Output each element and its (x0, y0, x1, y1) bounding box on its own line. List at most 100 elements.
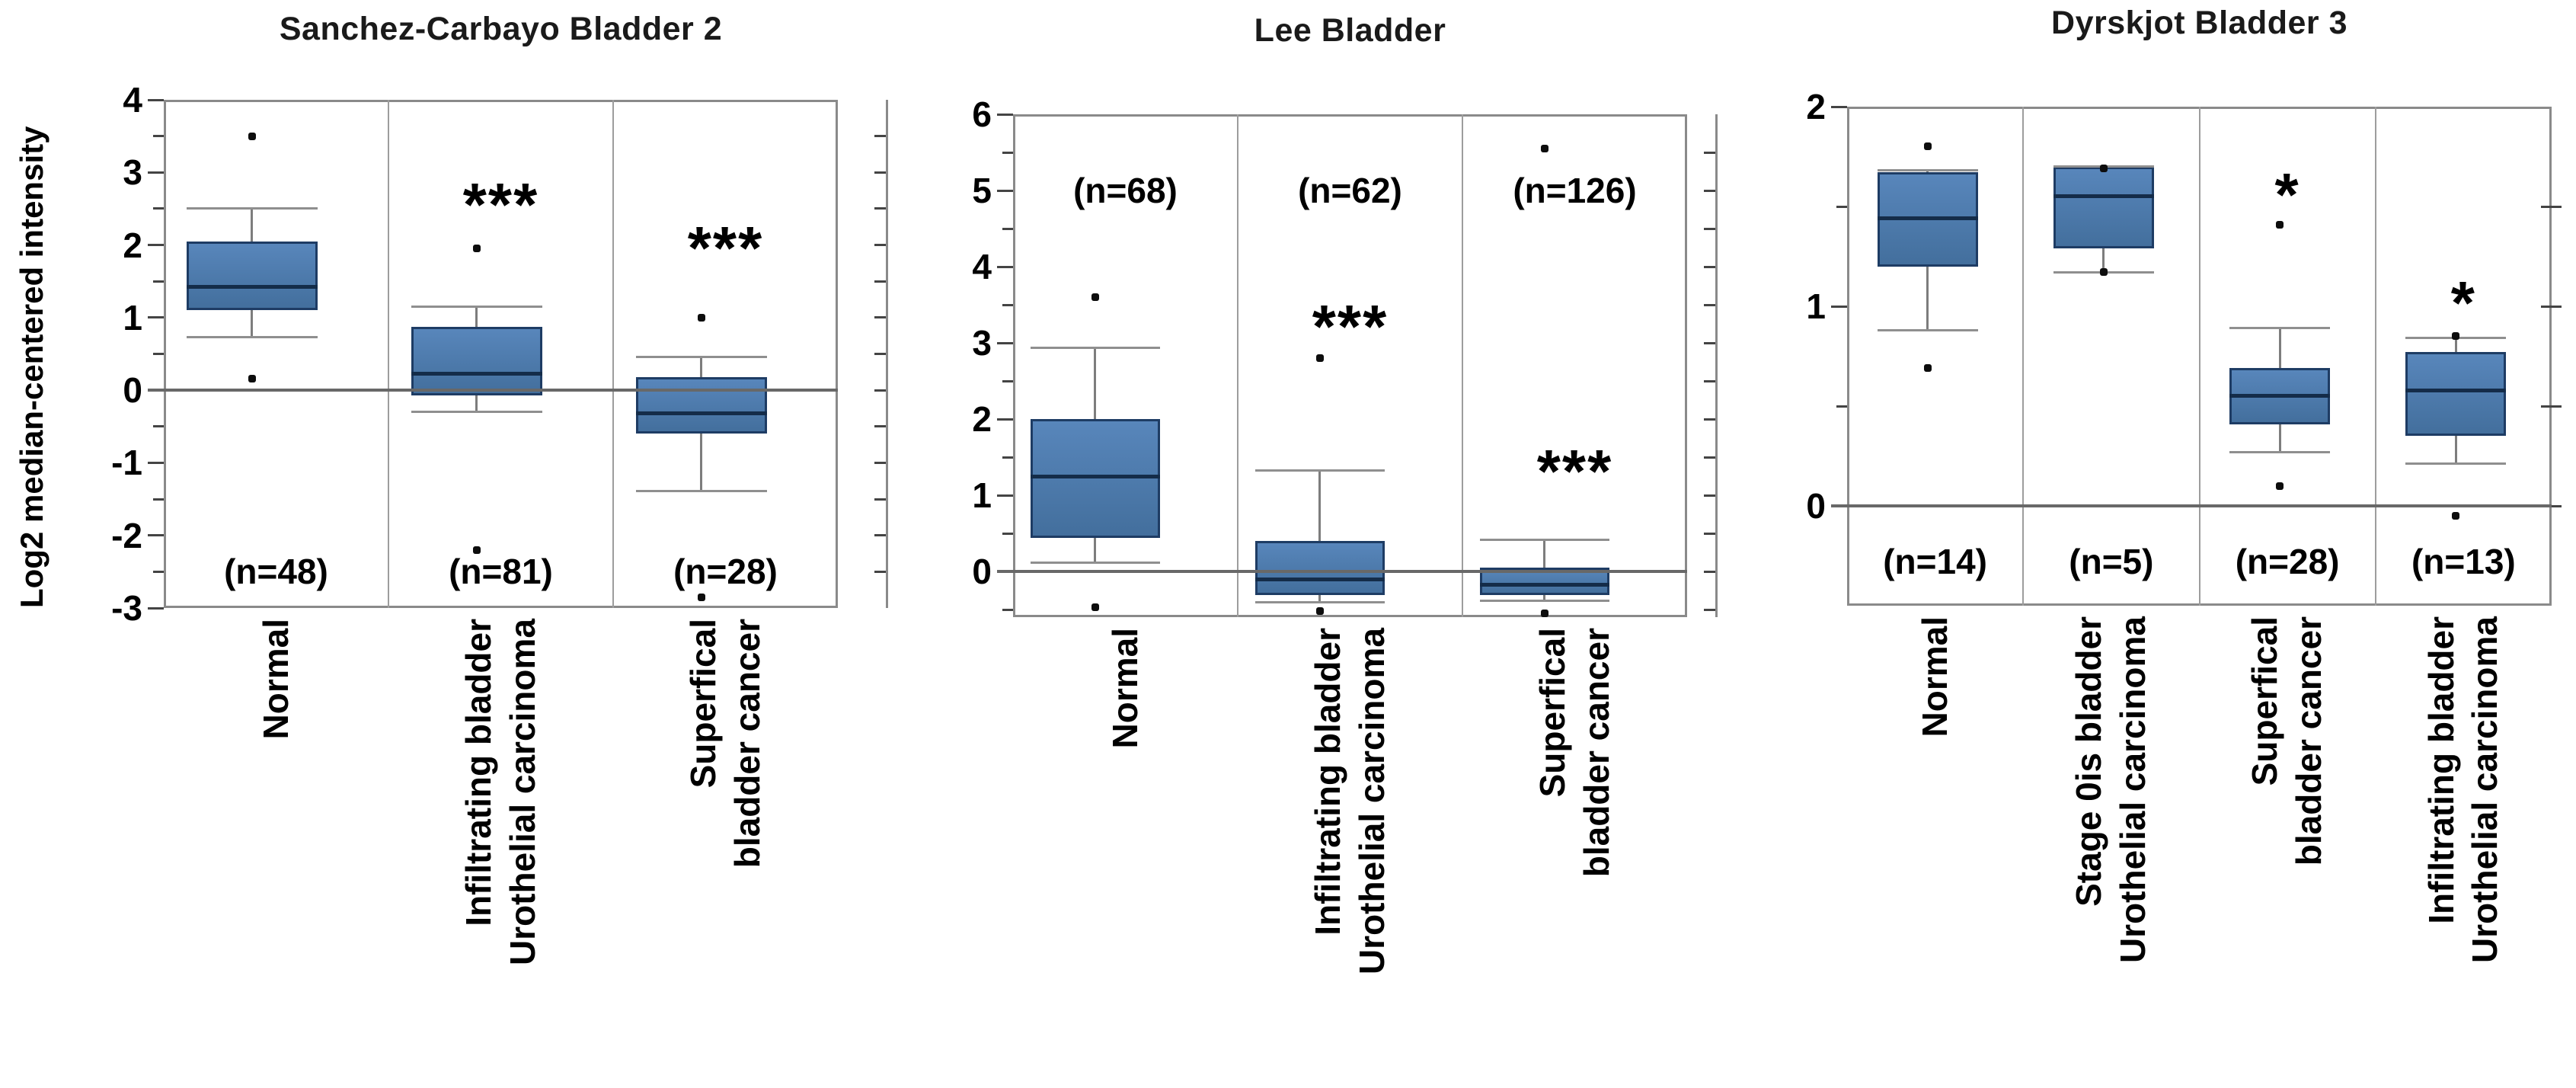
category-label-line: Superfical (682, 619, 723, 789)
whisker-cap-high (635, 355, 767, 358)
column-separator (1237, 114, 1238, 617)
right-axis-tick (1704, 608, 1715, 611)
box-iqr (1254, 541, 1385, 595)
category-label-line: Urothelial carcinoma (2112, 616, 2153, 964)
whisker-cap-high (1479, 538, 1609, 541)
sample-count-label: (n=28) (673, 552, 778, 592)
y-axis-minor-tick (1002, 227, 1013, 230)
y-axis-major-tick (1831, 305, 1847, 308)
whisker-cap-low (411, 411, 542, 414)
significance-marker: *** (1536, 437, 1613, 505)
right-axis-tick (1704, 532, 1715, 535)
sample-count-label: (n=68) (1073, 171, 1178, 210)
y-axis-tick-label: 0 (1806, 486, 1826, 526)
y-axis-major-tick (997, 189, 1013, 192)
sample-count-label: (n=13) (2411, 542, 2516, 582)
right-axis-tick (1704, 151, 1715, 154)
outlier-point (1540, 145, 1548, 152)
right-axis-tick (1704, 570, 1715, 573)
right-axis-tick (874, 570, 886, 573)
y-axis-major-tick (148, 244, 164, 247)
right-axis-tick (874, 316, 886, 319)
column-separator (612, 100, 614, 608)
y-axis-minor-tick (153, 570, 164, 573)
category-label: Normal (1023, 628, 1229, 1085)
category-label-line: Infiltrating bladder (2421, 616, 2461, 924)
outlier-point (1315, 607, 1324, 615)
y-axis-major-tick (148, 461, 164, 464)
y-axis-minor-tick (153, 135, 164, 138)
median-line (411, 371, 542, 376)
outlier-point (248, 374, 256, 382)
y-axis-major-tick (997, 265, 1013, 268)
whisker-stem (1318, 470, 1321, 602)
y-axis-minor-tick (1002, 379, 1013, 382)
whisker-cap-low (1877, 328, 1978, 331)
category-label-line: Urothelial carcinoma (2465, 616, 2505, 964)
category-label-line: Infiltrating bladder (458, 619, 498, 926)
box-iqr (635, 376, 767, 434)
outlier-point (472, 546, 481, 554)
y-axis-major-tick (997, 494, 1013, 497)
panel3-title: Dyrskjot Bladder 3 (2051, 5, 2347, 41)
whisker-cap-low (2229, 450, 2331, 453)
y-axis-minor-tick (1002, 456, 1013, 459)
outlier-point (697, 593, 705, 601)
y-axis-tick-label: 3 (123, 152, 142, 193)
y-axis-major-tick (148, 171, 164, 174)
panel2-title: Lee Bladder (1254, 12, 1446, 49)
sample-count-label: (n=28) (2235, 542, 2340, 582)
right-axis-tick (1704, 341, 1715, 344)
category-label-line: Infiltrating bladder (1307, 628, 1347, 936)
y-axis-minor-tick (153, 353, 164, 355)
y-axis-major-tick (148, 534, 164, 537)
sample-count-label: (n=126) (1513, 171, 1637, 210)
median-line (1030, 474, 1160, 478)
y-axis-minor-tick (1002, 608, 1013, 611)
median-line (1479, 582, 1609, 587)
y-axis-major-tick (148, 98, 164, 101)
right-axis-tick (874, 171, 886, 174)
column-separator (2198, 107, 2200, 606)
sample-count-label: (n=81) (449, 552, 553, 592)
outlier-point (2452, 332, 2460, 341)
y-axis-major-tick (997, 113, 1013, 116)
median-line (2053, 194, 2154, 199)
y-axis-tick-label: 4 (972, 247, 992, 286)
y-axis-minor-tick (153, 425, 164, 428)
right-axis-tick (874, 534, 886, 537)
right-axis-tick (874, 461, 886, 464)
right-axis-spine (886, 100, 888, 608)
whisker-cap-low (1254, 600, 1385, 603)
right-axis-tick (1704, 265, 1715, 268)
right-axis-tick (2541, 205, 2562, 208)
y-axis-tick-label: 2 (972, 399, 992, 439)
median-line (186, 285, 318, 290)
right-axis-tick (1704, 379, 1715, 382)
y-axis-minor-tick (1836, 405, 1847, 408)
right-axis-tick (874, 498, 886, 501)
whisker-cap-low (186, 336, 318, 339)
category-label-line: Superfical (2245, 616, 2285, 786)
right-axis-tick (1704, 418, 1715, 421)
median-line (1254, 577, 1385, 581)
y-axis-tick-label: 3 (972, 323, 992, 363)
right-axis-tick (874, 207, 886, 210)
column-separator (1462, 114, 1463, 617)
y-axis-tick-label: -2 (111, 515, 142, 555)
y-axis-major-tick (1831, 105, 1847, 108)
median-line (1877, 216, 1978, 221)
whisker-cap-high (1030, 346, 1160, 349)
category-label-line: Urothelial carcinoma (502, 619, 542, 966)
y-axis-minor-tick (1002, 532, 1013, 535)
significance-marker: *** (462, 170, 539, 238)
outlier-point (2099, 268, 2108, 277)
y-axis-minor-tick (1002, 151, 1013, 154)
category-label-line: Stage 0is bladder (2069, 616, 2109, 907)
sample-count-label: (n=5) (2069, 542, 2154, 582)
category-label-line: Normal (1104, 628, 1145, 749)
box-iqr (2053, 166, 2154, 248)
